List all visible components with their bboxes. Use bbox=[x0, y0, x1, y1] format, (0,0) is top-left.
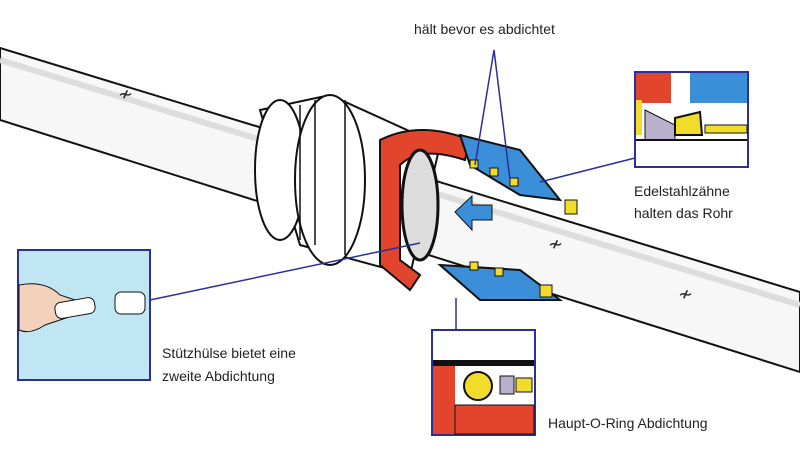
pipe-mark: ≁ bbox=[118, 84, 133, 104]
label-support-sleeve-2: zweite Abdichtung bbox=[162, 368, 275, 384]
fitting-body bbox=[254, 93, 578, 301]
inset-main-o-ring bbox=[431, 329, 536, 436]
label-support-sleeve-1: Stützhülse bietet eine bbox=[162, 345, 296, 361]
label-grips-before-sealing: hält bevor es abdichtet bbox=[414, 21, 555, 37]
leader-lines bbox=[149, 49, 636, 330]
insertion-arrow-icon bbox=[454, 194, 493, 232]
label-steel-teeth-1: Edelstahlzähne bbox=[634, 183, 730, 199]
pipe-mark: ≁ bbox=[678, 284, 693, 304]
label-main-o-ring: Haupt-O-Ring Abdichtung bbox=[548, 415, 708, 431]
label-steel-teeth-2: halten das Rohr bbox=[634, 205, 733, 221]
inset-steel-teeth bbox=[634, 71, 749, 168]
pipe-mark: ≁ bbox=[548, 234, 563, 254]
inset-support-sleeve bbox=[17, 249, 151, 381]
